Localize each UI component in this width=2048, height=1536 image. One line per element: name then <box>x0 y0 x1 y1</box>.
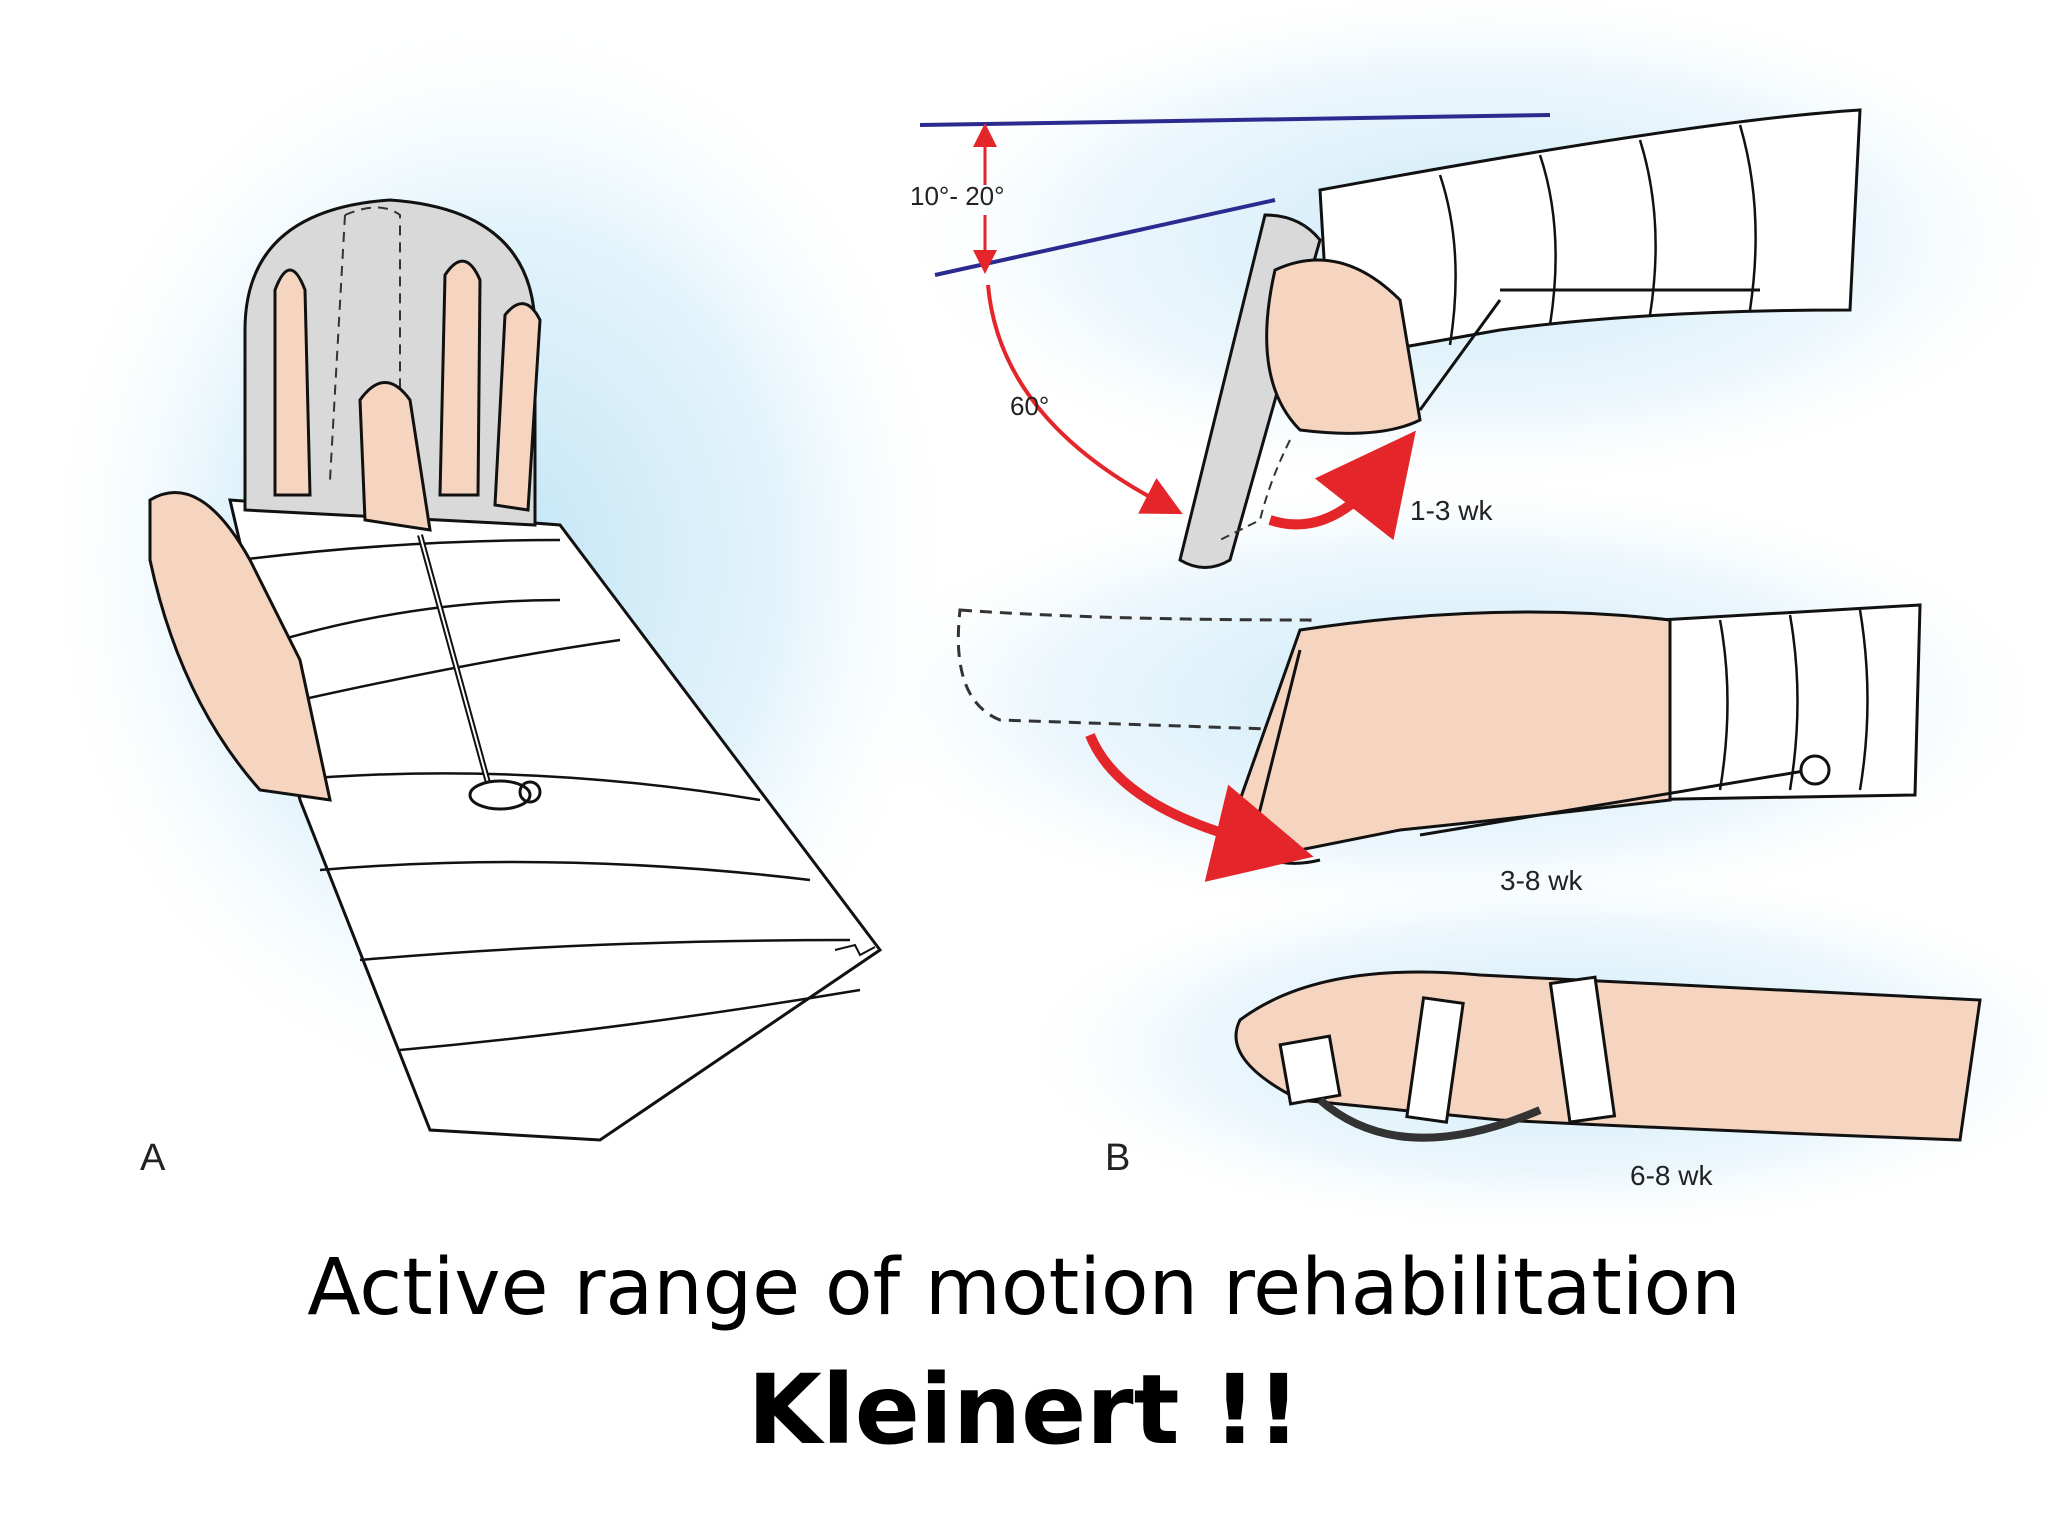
stage-3-splint: 6-8 wk <box>1234 970 1982 1191</box>
stage-3-label: 6-8 wk <box>1630 1160 1713 1191</box>
caption-subtitle: Active range of motion rehabilitation <box>307 1243 1741 1333</box>
caption-title: Kleinert !! <box>747 1354 1301 1466</box>
stage-1-splint: 1-3 wk <box>1178 108 1862 569</box>
panel-a-hand-in-splint: A <box>140 198 883 1179</box>
stage-2-label: 3-8 wk <box>1500 865 1583 896</box>
stage-2-splint: 3-8 wk <box>956 603 1922 896</box>
angle-top-label: 10°- 20° <box>910 181 1005 211</box>
panel-b-stages: 10°- 20° 60° 1-3 wk <box>910 108 1982 1191</box>
panel-a-label: A <box>140 1137 166 1179</box>
panel-b-label: B <box>1105 1137 1130 1179</box>
tendon-rehab-illustration: A 10°- 20° 60° <box>30 0 2048 1240</box>
angle-bottom-label: 60° <box>1010 391 1049 421</box>
angle-reference-line-top <box>919 113 1551 127</box>
stage-1-label: 1-3 wk <box>1410 495 1493 526</box>
